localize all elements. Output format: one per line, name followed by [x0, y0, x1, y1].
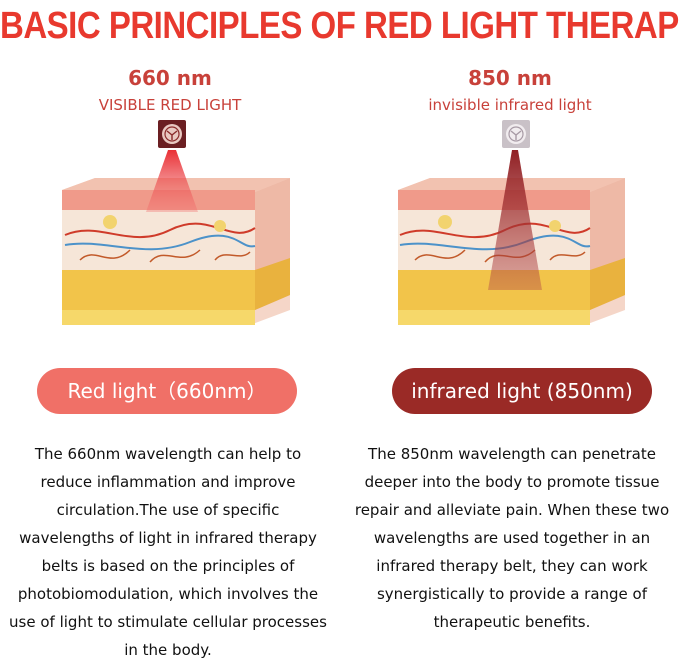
skin-layers-diagram	[398, 150, 625, 325]
wavelength-label: 850 nm	[468, 66, 552, 90]
skin-layers-diagram	[62, 150, 290, 325]
red-light-description: The 660nm wavelength can help to reduce …	[9, 445, 327, 659]
led-chip-icon	[158, 120, 186, 148]
wavelength-label: 660 nm	[128, 66, 212, 90]
led-chip-icon	[502, 120, 530, 148]
red-light-pill: Red light（660nm）	[37, 368, 297, 414]
red-light-column: 660 nm VISIBLE RED LIGHT Red light	[0, 0, 340, 663]
light-type-label: VISIBLE RED LIGHT	[98, 96, 242, 114]
infrared-light-pill: infrared light (850nm)	[392, 368, 652, 414]
light-type-label: invisible infrared light	[428, 96, 592, 114]
page-title: BASIC PRINCIPLES OF RED LIGHT THERAPY	[0, 3, 679, 46]
infrared-light-description: The 850nm wavelength can penetrate deepe…	[354, 445, 670, 631]
infrared-light-column: 850 nm invisible infrared light infrared…	[340, 0, 679, 663]
